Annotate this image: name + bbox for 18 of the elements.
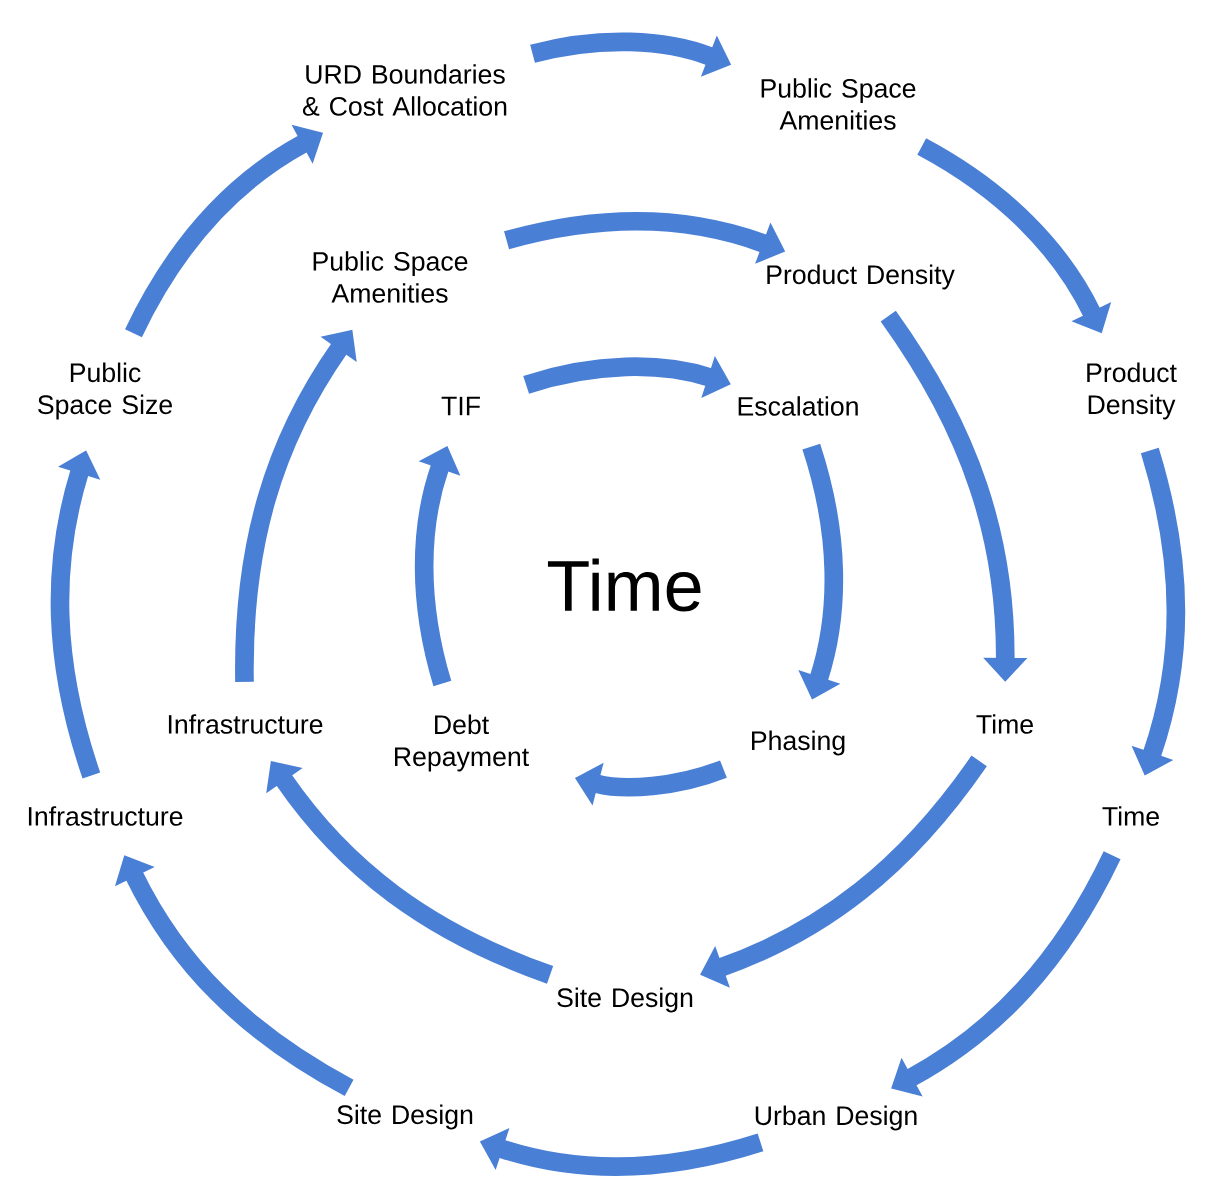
step-label: Site Design xyxy=(337,1104,473,1130)
step-label: Product Density xyxy=(1087,362,1177,420)
step-label: URD Boundaries & Cost Allocation xyxy=(302,64,507,116)
step-label: Infrastructure xyxy=(168,714,323,734)
step-label: Public Space Amenities xyxy=(761,78,916,130)
step-label: Urban Design xyxy=(755,1105,917,1131)
step-label: Infrastructure xyxy=(28,806,183,826)
step-label: Product Density xyxy=(767,264,955,290)
center-title: Time xyxy=(547,558,701,612)
step-label: Site Design xyxy=(557,987,693,1013)
step-label: Time xyxy=(976,714,1033,734)
step-label: Debt Repayment xyxy=(395,714,529,772)
step-label: TIF xyxy=(441,396,480,416)
step-label: Escalation xyxy=(738,396,858,416)
step-label: Public Space Size xyxy=(38,362,172,420)
step-label: Phasing xyxy=(752,730,845,756)
step-label: Public Space Amenities xyxy=(313,251,468,303)
step-label: Time xyxy=(1102,806,1159,826)
